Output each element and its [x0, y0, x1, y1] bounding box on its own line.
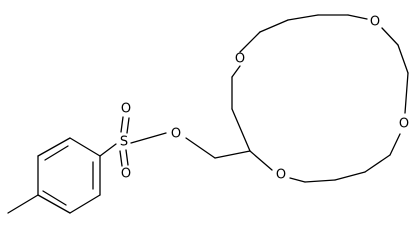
atom-sulfur: S [120, 135, 128, 150]
toluene-ring-bonds [7, 137, 117, 214]
atom-o-sulfonyl-bottom: O [121, 167, 131, 182]
svg-text:S: S [120, 135, 128, 150]
svg-text:O: O [121, 167, 131, 182]
svg-text:O: O [121, 102, 131, 117]
sulfonyl-double-bonds [119, 116, 130, 167]
svg-text:O: O [235, 52, 245, 67]
atom-o-ring-top-right: O [370, 15, 380, 30]
atom-o-ester: O [171, 127, 181, 142]
linker-bonds [130, 132, 251, 159]
svg-text:O: O [399, 117, 409, 132]
crown-ring-bonds [231, 14, 409, 183]
svg-text:O: O [276, 168, 286, 183]
atom-o-ring-lower: O [276, 168, 286, 183]
svg-text:O: O [370, 15, 380, 30]
svg-text:O: O [171, 127, 181, 142]
atom-o-ring-upper-left: O [235, 52, 245, 67]
atom-o-sulfonyl-top: O [121, 102, 131, 117]
atom-o-ring-right: O [399, 117, 409, 132]
